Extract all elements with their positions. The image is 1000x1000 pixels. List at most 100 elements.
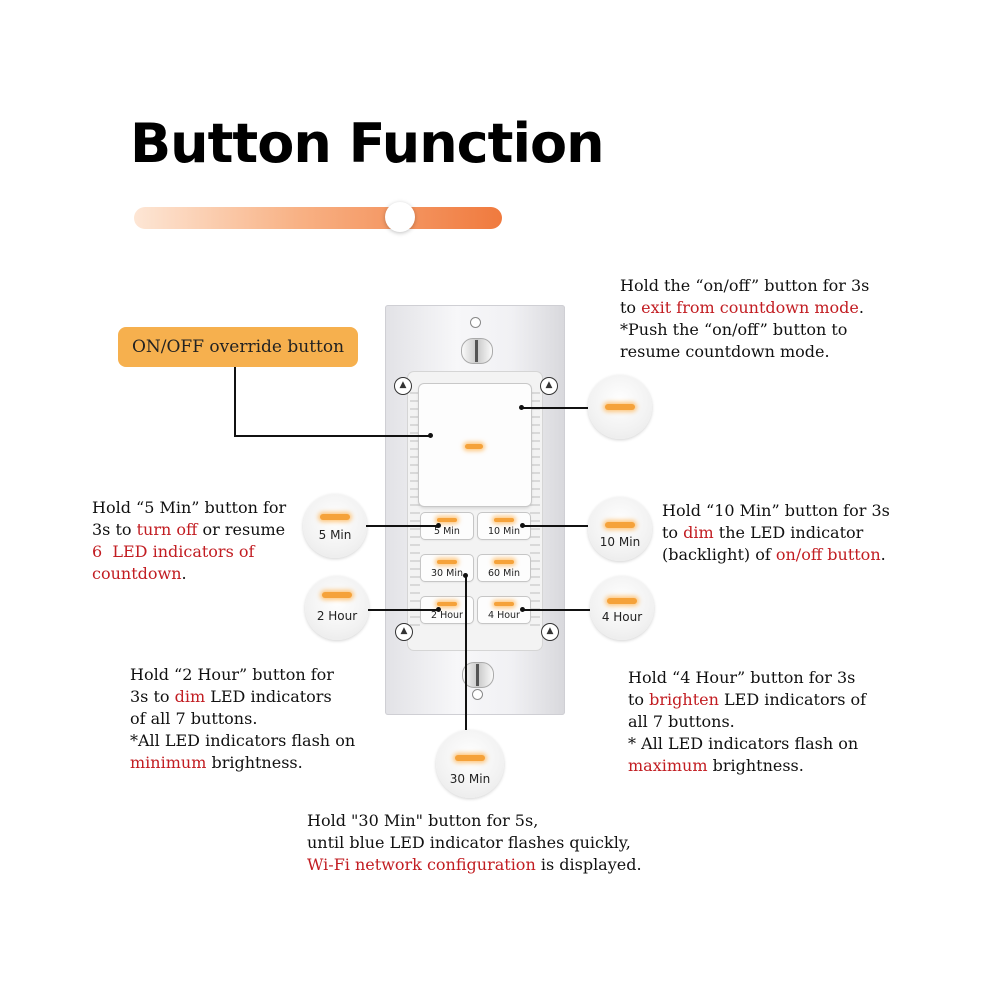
note-line: 6 LED indicators of	[92, 541, 286, 563]
note-30-min: Hold "30 Min" button for 5s,until blue L…	[307, 810, 642, 876]
decorative-slider-track	[134, 207, 502, 229]
note-line: 3s to turn off or resume	[92, 519, 286, 541]
button-label: 30 Min	[431, 568, 463, 579]
leader-line	[522, 609, 590, 611]
note-10-min: Hold “10 Min” button for 3s to dim the LE…	[662, 500, 890, 566]
rib-left	[410, 392, 420, 632]
note-text: brightness.	[206, 753, 303, 772]
note-line: to brighten LED indicators of	[628, 689, 866, 711]
zoom-5-min: 5 Min	[303, 494, 367, 558]
note-text: resume countdown mode.	[620, 342, 830, 361]
note-line: * All LED indicators flash on	[628, 733, 866, 755]
leader-dot	[520, 607, 525, 612]
note-text: Hold “5 Min” button for	[92, 498, 287, 517]
5-min-button[interactable]: 5 Min	[421, 513, 473, 539]
highlight-text: dim	[174, 687, 206, 706]
page-title: Button Function	[130, 112, 605, 175]
led-indicator	[494, 518, 514, 522]
note-line: to exit from countdown mode.	[620, 297, 869, 319]
highlight-text: Wi-Fi network configuration	[307, 855, 536, 874]
note-text: Hold the “on/off” button for 3s	[620, 276, 870, 295]
note-2-hour: Hold “2 Hour” button for 3s to dim LED in…	[130, 664, 355, 774]
highlight-text: countdown	[92, 564, 182, 583]
led-indicator	[320, 514, 350, 520]
zoom-label: 10 Min	[599, 535, 641, 549]
note-text: LED indicators	[205, 687, 332, 706]
2-hour-button[interactable]: 2 Hour	[421, 597, 473, 623]
led-indicator	[605, 404, 635, 410]
led-indicator	[437, 518, 457, 522]
note-text: * All LED indicators flash on	[628, 734, 859, 753]
note-text: is displayed.	[535, 855, 642, 874]
onoff-override-badge: ON/OFF override button	[118, 327, 358, 367]
highlight-text: exit from countdown mode	[641, 298, 859, 317]
zoom-30-min: 30 Min	[436, 730, 504, 798]
leader-line	[234, 435, 430, 437]
note-line: minimum brightness.	[130, 752, 355, 774]
note-line: (backlight) of on/off button.	[662, 544, 890, 566]
note-line: Hold “10 Min” button for 3s	[662, 500, 890, 522]
note-5-min: Hold “5 Min” button for 3s to turn off or…	[92, 497, 286, 585]
note-text: Hold “10 Min” button for 3s	[662, 501, 890, 520]
note-text: (backlight) of	[662, 545, 776, 564]
button-label: 2 Hour	[431, 610, 463, 621]
note-line: until blue LED indicator flashes quickly…	[307, 832, 642, 854]
zoom-4-hour: 4 Hour	[590, 576, 654, 640]
highlight-text: 6 LED indicators of	[92, 542, 255, 561]
note-text: .	[181, 564, 187, 583]
triangle-up-icon: ▲	[540, 377, 558, 395]
leader-line	[522, 407, 588, 409]
note-text: until blue LED indicator flashes quickly…	[307, 833, 631, 852]
note-text: to	[628, 690, 650, 709]
zoom-label: 30 Min	[449, 772, 491, 786]
highlight-text: minimum	[130, 753, 207, 772]
onoff-led	[465, 444, 483, 449]
plate-hole-top	[470, 317, 481, 328]
note-line: resume countdown mode.	[620, 341, 869, 363]
note-line: of all 7 buttons.	[130, 708, 355, 730]
note-line: *All LED indicators flash on	[130, 730, 355, 752]
note-line: Hold "30 Min" button for 5s,	[307, 810, 642, 832]
highlight-text: turn off	[136, 520, 198, 539]
leader-dot	[520, 523, 525, 528]
note-text: all 7 buttons.	[628, 712, 735, 731]
zoom-10-min: 10 Min	[588, 497, 652, 561]
note-line: Wi-Fi network configuration is displayed…	[307, 854, 642, 876]
rib-right	[530, 392, 540, 632]
led-indicator	[322, 592, 352, 598]
led-indicator	[494, 602, 514, 606]
note-line: Hold “2 Hour” button for	[130, 664, 355, 686]
led-indicator	[437, 560, 457, 564]
onoff-button[interactable]	[419, 384, 531, 506]
note-line: 3s to dim LED indicators	[130, 686, 355, 708]
note-text: of all 7 buttons.	[130, 709, 258, 728]
60-min-button[interactable]: 60 Min	[478, 555, 530, 581]
button-label: 60 Min	[488, 568, 520, 579]
leader-dot	[428, 433, 433, 438]
zoom-label: 2 Hour	[316, 609, 358, 623]
10-min-button[interactable]: 10 Min	[478, 513, 530, 539]
zoom-2-hour: 2 Hour	[305, 576, 369, 640]
screw-bottom	[462, 662, 494, 688]
note-line: maximum brightness.	[628, 755, 866, 777]
note-line: Hold “4 Hour” button for 3s	[628, 667, 866, 689]
highlight-text: on/off button	[775, 545, 881, 564]
led-indicator	[607, 598, 637, 604]
decorative-slider-knob	[385, 202, 415, 232]
leader-line	[465, 576, 467, 730]
leader-dot	[519, 405, 524, 410]
screw-top	[461, 338, 493, 364]
note-line: Hold the “on/off” button for 3s	[620, 275, 869, 297]
note-text: Hold “2 Hour” button for	[130, 665, 334, 684]
triangle-up-icon: ▲	[541, 623, 559, 641]
note-text: LED indicators of	[718, 690, 867, 709]
leader-dot	[436, 523, 441, 528]
note-text: 3s to	[92, 520, 137, 539]
highlight-text: maximum	[628, 756, 708, 775]
note-line: to dim the LED indicator	[662, 522, 890, 544]
note-text: the LED indicator	[713, 523, 864, 542]
note-text: 3s to	[130, 687, 175, 706]
led-indicator	[494, 560, 514, 564]
note-text: to	[620, 298, 642, 317]
